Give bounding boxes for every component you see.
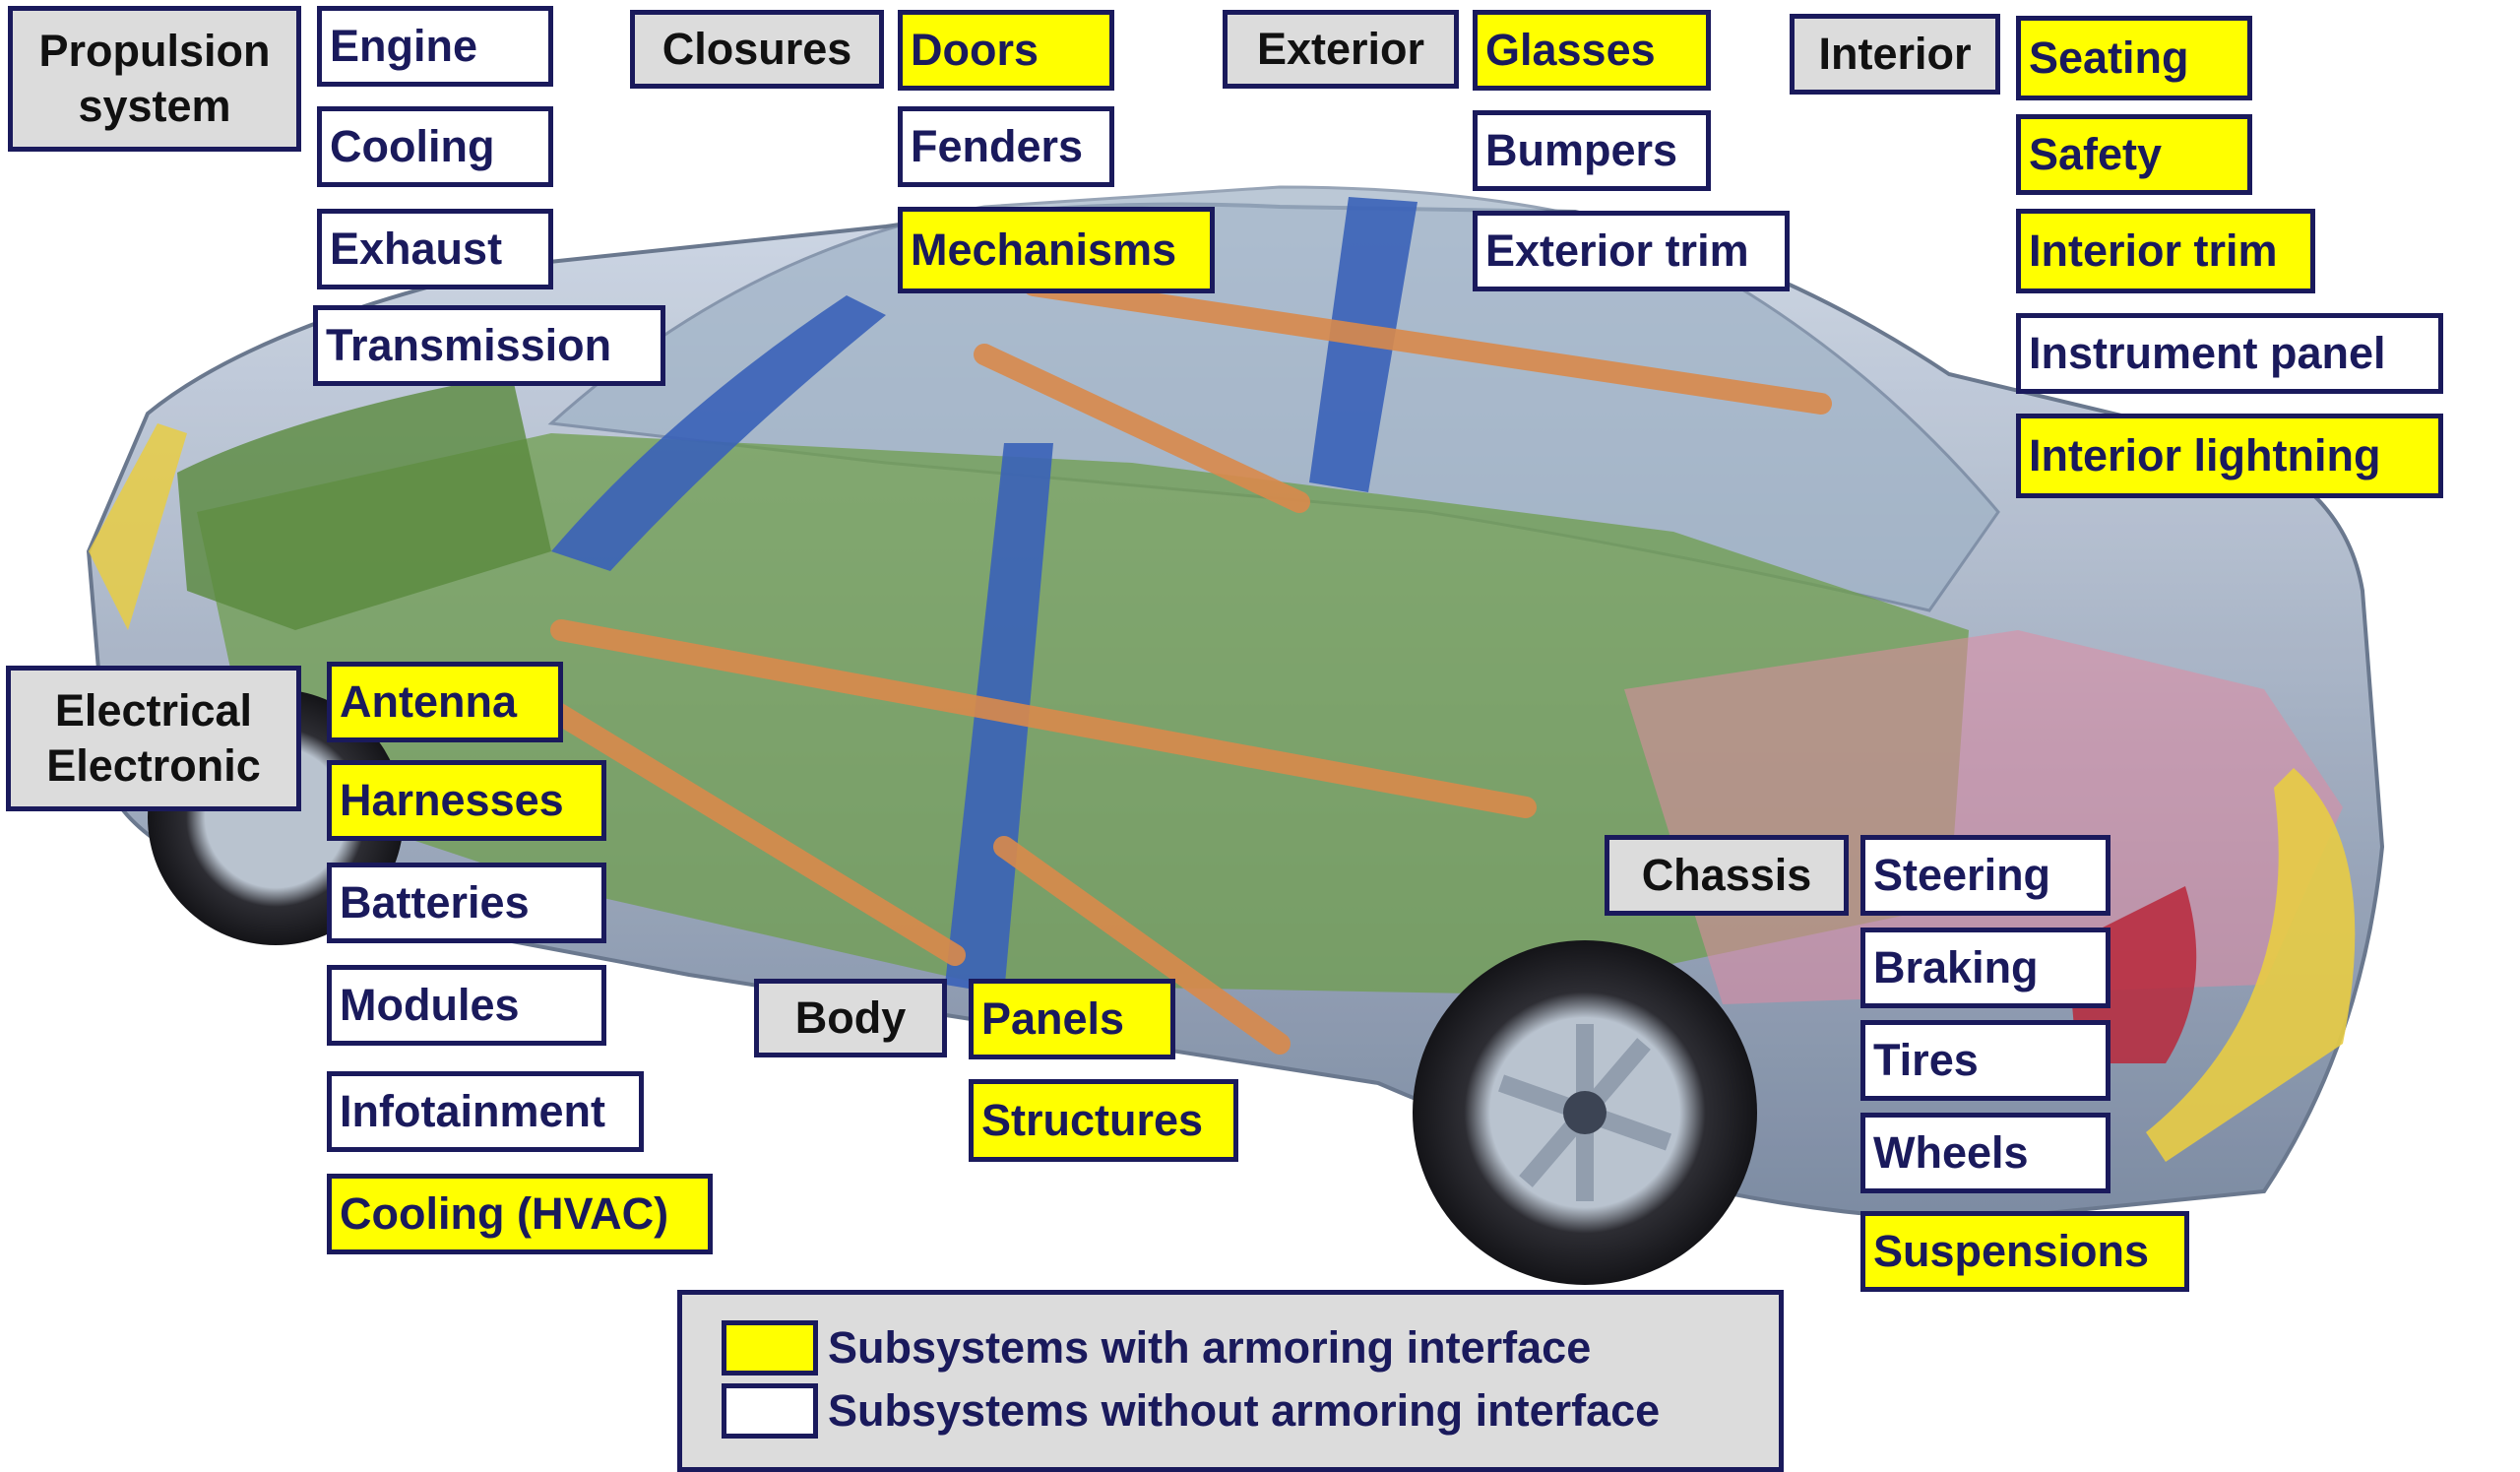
subsystem-exterior-trim: Exterior trim xyxy=(1473,211,1790,291)
subsystem-harnesses: Harnesses xyxy=(327,760,606,841)
subsystem-tires: Tires xyxy=(1860,1020,2110,1101)
orange-beams xyxy=(540,275,1832,1055)
subsystem-antenna: Antenna xyxy=(327,662,563,742)
legend: Subsystems with armoring interface Subsy… xyxy=(677,1290,1784,1472)
blue-a-pillar xyxy=(551,295,886,571)
subsystem-braking: Braking xyxy=(1860,928,2110,1008)
green-frame xyxy=(197,433,1969,994)
subsystem-suspensions: Suspensions xyxy=(1860,1211,2189,1292)
subsystem-structures: Structures xyxy=(969,1079,1238,1162)
rear-wheel-hub xyxy=(1563,1091,1606,1134)
subsystem-cooling: Cooling xyxy=(317,106,553,187)
subsystem-modules: Modules xyxy=(327,965,606,1046)
legend-label-with-interface: Subsystems with armoring interface xyxy=(828,1322,1592,1373)
subsystem-batteries: Batteries xyxy=(327,863,606,943)
group-body: Body xyxy=(754,979,947,1057)
subsystem-mechanisms: Mechanisms xyxy=(898,207,1215,293)
group-closures: Closures xyxy=(630,10,884,89)
subsystem-safety: Safety xyxy=(2016,114,2252,195)
legend-swatch-yellow xyxy=(722,1320,818,1376)
subsystem-seating: Seating xyxy=(2016,16,2252,100)
group-electrical-electronic: Electrical Electronic xyxy=(6,666,301,811)
legend-row-without-interface: Subsystems without armoring interface xyxy=(722,1381,1660,1440)
legend-row-with-interface: Subsystems with armoring interface xyxy=(722,1318,1591,1377)
group-exterior: Exterior xyxy=(1223,10,1459,89)
subsystem-exhaust: Exhaust xyxy=(317,209,553,289)
subsystem-instrument-panel: Instrument panel xyxy=(2016,313,2443,394)
subsystem-doors: Doors xyxy=(898,10,1114,91)
subsystem-glasses: Glasses xyxy=(1473,10,1711,91)
subsystem-wheels: Wheels xyxy=(1860,1113,2110,1193)
subsystem-fenders: Fenders xyxy=(898,106,1114,187)
subsystem-interior-trim: Interior trim xyxy=(2016,209,2315,293)
rear-yellow-bumper xyxy=(2146,768,2356,1162)
group-interior: Interior xyxy=(1790,14,2000,95)
group-propulsion-system: Propulsion system xyxy=(8,6,301,152)
legend-label-without-interface: Subsystems without armoring interface xyxy=(828,1385,1661,1436)
subsystem-steering: Steering xyxy=(1860,835,2110,916)
subsystem-interior-lightning: Interior lightning xyxy=(2016,414,2443,498)
subsystem-bumpers: Bumpers xyxy=(1473,110,1711,191)
subsystem-panels: Panels xyxy=(969,979,1175,1059)
subsystem-transmission: Transmission xyxy=(313,305,665,386)
subsystem-engine: Engine xyxy=(317,6,553,87)
front-yellow-bumper xyxy=(89,423,187,630)
group-chassis: Chassis xyxy=(1605,835,1849,916)
subsystem-infotainment: Infotainment xyxy=(327,1071,644,1152)
subsystem-cooling-hvac: Cooling (HVAC) xyxy=(327,1174,713,1254)
legend-swatch-white xyxy=(722,1383,818,1439)
green-engine-bay xyxy=(177,374,551,630)
